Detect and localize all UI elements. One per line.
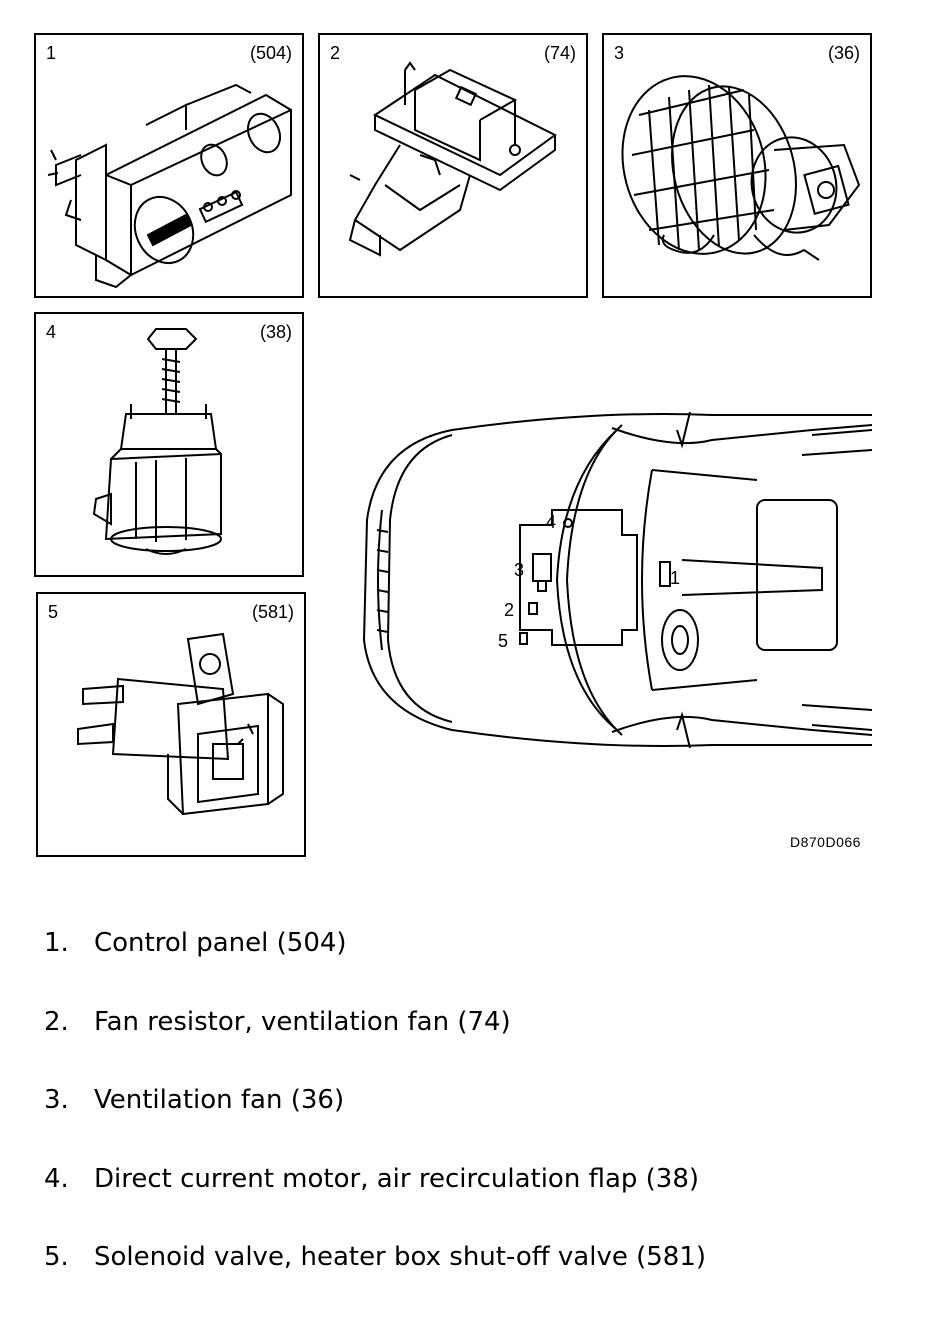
panel-number: 3: [614, 43, 625, 63]
callout-3: 3: [514, 560, 525, 580]
legend-item-text: Solenoid valve, heater box shut-off valv…: [94, 1242, 707, 1272]
legend-item-text: Control panel (504): [94, 928, 347, 958]
callout-1: 1: [670, 568, 681, 588]
component-panel-solenoid-valve: 5 (581): [36, 592, 306, 857]
dc-motor-illustration: [92, 328, 222, 555]
panel-number: 2: [330, 43, 341, 63]
legend-item-text: Fan resistor, ventilation fan (74): [94, 1007, 511, 1037]
panel-number: 1: [46, 43, 57, 63]
car-overview: 4 3 2 5 1: [352, 390, 882, 775]
component-panel-control-panel: 1 (504): [34, 33, 304, 298]
control-panel-illustration: [47, 83, 292, 289]
legend-item-number: 5.: [44, 1242, 69, 1272]
ventilation-fan-illustration: [621, 75, 861, 261]
panel-code: (74): [543, 43, 576, 63]
panel-number: 4: [46, 322, 57, 342]
legend-item-number: 4.: [44, 1164, 69, 1194]
figure-id: D870D066: [790, 834, 861, 850]
legend-item-text: Direct current motor, air recirculation …: [94, 1164, 700, 1194]
callout-2: 2: [504, 600, 515, 620]
panel-number: 5: [48, 602, 59, 622]
panel-code: (581): [251, 602, 294, 622]
component-panel-ventilation-fan: 3 (36): [602, 33, 872, 298]
legend-item-number: 2.: [44, 1007, 69, 1037]
legend-item-text: Ventilation fan (36): [94, 1085, 345, 1115]
callout-5: 5: [498, 631, 509, 651]
component-panel-dc-motor: 4 (38): [34, 312, 304, 577]
fan-resistor-illustration: [348, 61, 557, 257]
callout-4: 4: [546, 512, 557, 532]
legend-item-number: 3.: [44, 1085, 69, 1115]
car-top-view-illustration: [362, 411, 873, 749]
legend-item-number: 1.: [44, 928, 69, 958]
component-panel-fan-resistor: 2 (74): [318, 33, 588, 298]
solenoid-valve-illustration: [77, 632, 284, 816]
panel-code: (36): [827, 43, 860, 63]
panel-code: (38): [259, 322, 292, 342]
panel-code: (504): [249, 43, 292, 63]
